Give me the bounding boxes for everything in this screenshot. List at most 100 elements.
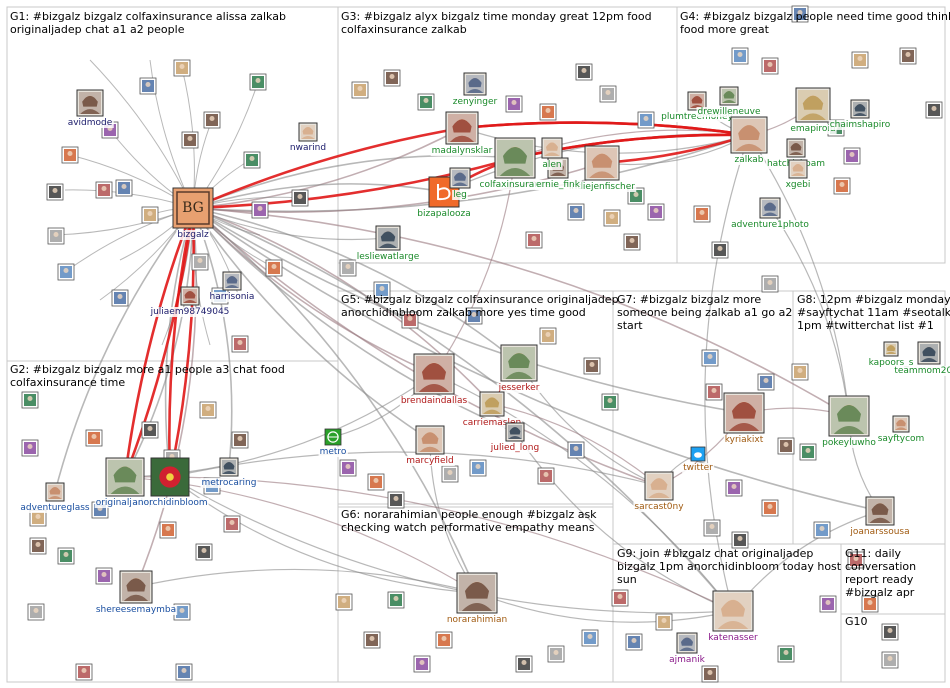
small-avatar[interactable] — [819, 595, 837, 613]
small-avatar[interactable] — [383, 69, 401, 87]
node-adventure1photo[interactable]: adventure1photo — [730, 197, 811, 230]
small-avatar[interactable] — [46, 183, 64, 201]
node-carriemaslen[interactable]: carriemaslen — [461, 391, 523, 428]
small-avatar[interactable] — [799, 443, 817, 461]
node-norarahimian[interactable]: norarahimian — [445, 572, 509, 625]
small-avatar[interactable] — [611, 589, 629, 607]
small-avatar[interactable] — [85, 429, 103, 447]
small-avatar[interactable] — [335, 593, 353, 611]
node-nwarind[interactable]: nwarind — [288, 122, 328, 153]
node-originaljadep[interactable]: originaljadep — [94, 457, 156, 508]
small-avatar[interactable] — [231, 431, 249, 449]
small-avatar[interactable] — [387, 491, 405, 509]
node-drewilleneuve[interactable]: drewilleneuve — [696, 86, 762, 117]
small-avatar[interactable] — [29, 509, 47, 527]
node-harrisonia[interactable]: harrisonia — [208, 271, 256, 302]
node-zalkab[interactable]: zalkab — [730, 116, 768, 165]
small-avatar[interactable] — [141, 206, 159, 224]
small-avatar[interactable] — [339, 259, 357, 277]
small-avatar[interactable] — [567, 203, 585, 221]
small-avatar[interactable] — [291, 189, 309, 207]
small-avatar[interactable] — [175, 663, 193, 681]
node-colfaxinsurance[interactable]: colfaxinsurance — [478, 137, 552, 190]
small-avatar[interactable] — [761, 499, 779, 517]
small-avatar[interactable] — [339, 459, 357, 477]
small-avatar[interactable] — [57, 263, 75, 281]
small-avatar[interactable] — [243, 151, 261, 169]
node-adventureglass[interactable]: adventureglass — [19, 482, 91, 513]
small-avatar[interactable] — [29, 537, 47, 555]
small-avatar[interactable] — [21, 439, 39, 457]
small-avatar[interactable] — [231, 335, 249, 353]
small-avatar[interactable] — [703, 519, 721, 537]
node-madalynsklar[interactable]: madalynsklar — [430, 111, 494, 156]
small-avatar[interactable] — [417, 93, 435, 111]
small-avatar[interactable] — [115, 179, 133, 197]
node-avidmode[interactable]: avidmode — [66, 89, 114, 128]
small-avatar[interactable] — [567, 441, 585, 459]
small-avatar[interactable] — [251, 201, 269, 219]
node-alen[interactable]: alen — [541, 137, 563, 170]
small-avatar[interactable] — [701, 665, 719, 683]
small-avatar[interactable] — [539, 327, 557, 345]
small-avatar[interactable] — [47, 227, 65, 245]
small-avatar[interactable] — [203, 111, 221, 129]
small-avatar[interactable] — [465, 307, 483, 325]
small-avatar[interactable] — [693, 205, 711, 223]
small-avatar[interactable] — [539, 103, 557, 121]
small-avatar[interactable] — [515, 655, 533, 673]
small-avatar[interactable] — [469, 459, 487, 477]
small-avatar[interactable] — [173, 603, 191, 621]
small-avatar[interactable] — [647, 203, 665, 221]
small-avatar[interactable] — [413, 655, 431, 673]
small-avatar[interactable] — [777, 437, 795, 455]
small-avatar[interactable] — [725, 479, 743, 497]
node-kapoors_s[interactable]: kapoors_s — [867, 341, 915, 368]
small-avatar[interactable] — [583, 357, 601, 375]
small-avatar[interactable] — [139, 77, 157, 95]
small-avatar[interactable] — [791, 363, 809, 381]
small-avatar[interactable] — [711, 241, 729, 259]
small-avatar[interactable] — [899, 47, 917, 65]
small-avatar[interactable] — [655, 613, 673, 631]
node-sarcast0ny[interactable]: sarcast0ny — [633, 471, 686, 512]
small-avatar[interactable] — [881, 623, 899, 641]
small-avatar[interactable] — [731, 47, 749, 65]
small-avatar[interactable] — [851, 51, 869, 69]
small-avatar[interactable] — [705, 383, 723, 401]
node-katenasser[interactable]: katenasser — [707, 590, 760, 643]
node-jesserker[interactable]: jesserker — [496, 344, 541, 393]
small-avatar[interactable] — [387, 591, 405, 609]
small-avatar[interactable] — [223, 515, 241, 533]
small-avatar[interactable] — [701, 349, 719, 367]
node-teammom2006[interactable]: teammom2006 — [893, 341, 950, 376]
node-emapiroiu[interactable]: emapiroiu — [789, 87, 837, 134]
small-avatar[interactable] — [581, 629, 599, 647]
small-avatar[interactable] — [525, 231, 543, 249]
small-avatar[interactable] — [599, 85, 617, 103]
small-avatar[interactable] — [623, 233, 641, 251]
node-julied_long[interactable]: julied_long — [488, 422, 541, 453]
small-avatar[interactable] — [27, 603, 45, 621]
small-avatar[interactable] — [813, 521, 831, 539]
node-ajmanik[interactable]: ajmanik — [668, 632, 707, 665]
small-avatar[interactable] — [61, 146, 79, 164]
small-avatar[interactable] — [21, 391, 39, 409]
small-avatar[interactable] — [603, 209, 621, 227]
node-pokeyluwho[interactable]: pokeyluwho — [821, 395, 878, 448]
small-avatar[interactable] — [791, 5, 809, 23]
small-avatar[interactable] — [111, 289, 129, 307]
node-juliaem98749045[interactable]: juliaem98749045 — [148, 286, 231, 317]
small-avatar[interactable] — [843, 147, 861, 165]
node-zenyinger[interactable]: zenyinger — [451, 72, 499, 107]
small-avatar[interactable] — [881, 651, 899, 669]
small-avatar[interactable] — [537, 467, 555, 485]
small-avatar[interactable] — [159, 521, 177, 539]
small-avatar[interactable] — [637, 111, 655, 129]
small-avatar[interactable] — [833, 177, 851, 195]
small-avatar[interactable] — [249, 73, 267, 91]
small-avatar[interactable] — [265, 259, 283, 277]
node-lesliewatlarge[interactable]: lesliewatlarge — [355, 225, 421, 262]
node-twitter[interactable]: twitter — [682, 446, 715, 473]
